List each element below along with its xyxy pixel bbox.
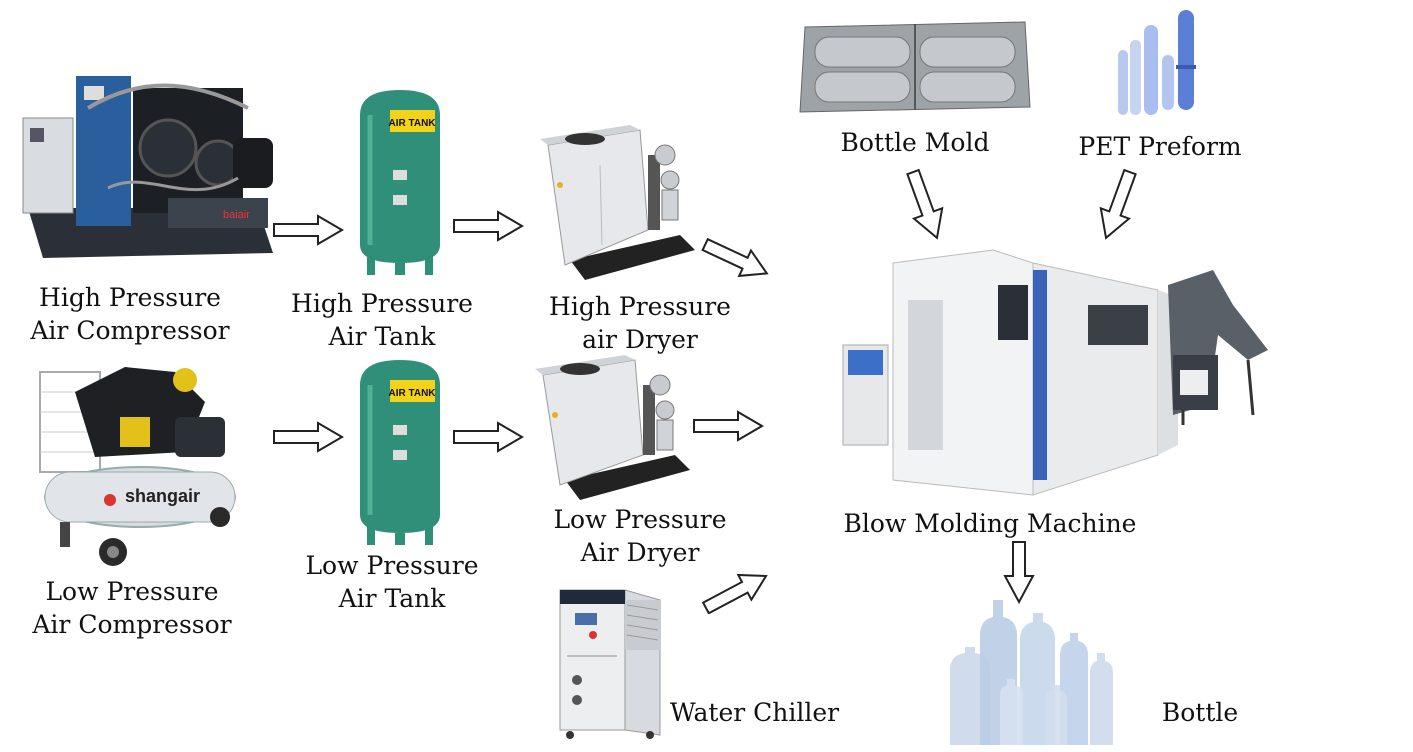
lp-dryer-label-line2: Air Dryer (580, 538, 700, 567)
hp-compressor-label: High Pressure Air Compressor (10, 281, 250, 347)
svg-text:baiair: baiair (223, 209, 250, 221)
high-pressure-air-dryer-image (540, 125, 695, 280)
hp-compressor-label-line2: Air Compressor (30, 316, 230, 345)
lp-tank-brand-text: AIR TANK (388, 388, 436, 399)
lp-tank-label-line1: Low Pressure (305, 551, 479, 580)
preform-label: PET Preform (1078, 132, 1242, 161)
high-pressure-air-compressor-image: baiair (22, 76, 273, 258)
hp-tank-label: High Pressure Air Tank (272, 287, 492, 353)
lp-compressor-label-line1: Low Pressure (45, 577, 219, 606)
blow-machine-label: Blow Molding Machine (843, 509, 1137, 538)
lp-compressor-label-line2: Air Compressor (32, 610, 232, 639)
hp-tank-label-line1: High Pressure (291, 289, 473, 318)
mold-label: Bottle Mold (840, 128, 990, 157)
low-pressure-air-tank-image: AIR TANK (360, 360, 440, 545)
arrow-chiller-to-machine (701, 573, 768, 614)
lp-compressor-label: Low Pressure Air Compressor (12, 575, 252, 641)
bottles-image (950, 600, 1113, 745)
arrow-hp-tank-to-dryer (453, 210, 524, 242)
lp-tank-label: Low Pressure Air Tank (282, 549, 502, 615)
lp-dryer-label-line1: Low Pressure (553, 505, 727, 534)
arrow-machine-to-bottle (1003, 541, 1035, 604)
hp-dryer-label-line2: air Dryer (582, 325, 698, 354)
arrow-hp-compressor-to-tank (273, 214, 344, 246)
arrow-hp-dryer-to-machine (701, 237, 769, 278)
blow-molding-machine-image (842, 249, 1268, 496)
lp-dryer-label: Low Pressure Air Dryer (530, 503, 750, 569)
bottle-label: Bottle (1161, 698, 1239, 727)
compressor-brand-text: shangair (125, 486, 200, 506)
hp-dryer-label: High Pressure air Dryer (530, 290, 750, 356)
arrow-lp-tank-to-dryer (453, 421, 524, 453)
hp-tank-brand-text: AIR TANK (388, 118, 436, 129)
water-chiller-image (559, 589, 661, 739)
hp-compressor-label-line1: High Pressure (39, 283, 221, 312)
hp-tank-label-line2: Air Tank (328, 322, 436, 351)
arrow-lp-compressor-to-tank (273, 421, 344, 453)
low-pressure-air-dryer-image (535, 355, 690, 500)
lp-tank-label-line2: Air Tank (338, 584, 446, 613)
arrow-preform-to-machine (1099, 168, 1137, 240)
pet-preform-image (1118, 10, 1196, 115)
bottle-mold-image (799, 21, 1031, 113)
hp-dryer-label-line1: High Pressure (549, 292, 731, 321)
arrow-lp-dryer-to-machine (693, 410, 764, 442)
arrow-mold-to-machine (906, 168, 944, 240)
high-pressure-air-tank-image: AIR TANK (360, 90, 440, 275)
chiller-label: Water Chiller (670, 698, 840, 727)
low-pressure-air-compressor-image: shangair (39, 367, 236, 566)
